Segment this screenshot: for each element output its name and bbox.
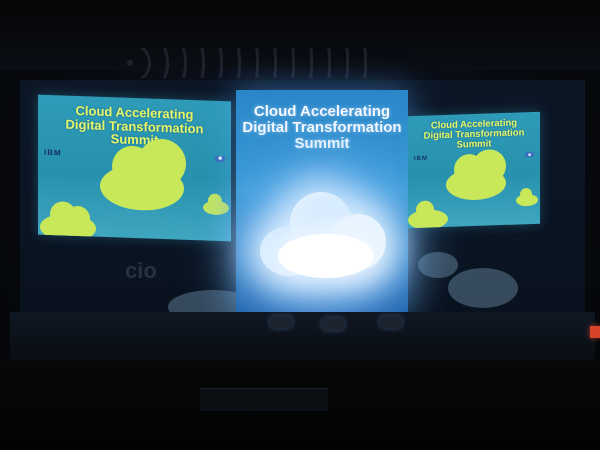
backdrop-cloud-right — [448, 268, 518, 308]
ceiling — [0, 0, 600, 78]
cloud-icon — [203, 200, 229, 216]
right-screen-title: Cloud Accelerating Digital Transformatio… — [408, 117, 540, 153]
backdrop-cloud-small — [418, 252, 458, 278]
sponsor-logo: ■ — [215, 155, 225, 162]
stage-light — [322, 318, 344, 330]
cloud-icon — [516, 193, 538, 207]
cloud-icon — [100, 162, 184, 212]
ceiling-lights — [120, 48, 380, 78]
left-screen-title: Cloud Accelerating Digital Transformatio… — [38, 103, 231, 151]
cloud-icon — [408, 208, 448, 229]
title-line-3: Summit — [294, 134, 350, 152]
title-line-1: Cloud Accelerating — [253, 103, 391, 120]
title-line-2: Digital Transformation — [242, 118, 402, 136]
ibm-logo: IBM — [44, 147, 62, 158]
left-projection-screen: Cloud Accelerating Digital Transformatio… — [38, 94, 231, 242]
stage-light — [270, 316, 292, 328]
cloud-icon — [446, 166, 506, 201]
stage-step — [200, 388, 328, 411]
exit-light — [590, 326, 600, 338]
right-projection-screen: Cloud Accelerating Digital Transformatio… — [408, 111, 540, 229]
ibm-logo: IBM — [414, 155, 428, 162]
sponsor-logo: ■ — [525, 151, 534, 158]
backdrop-cio-logo: cio — [125, 258, 157, 283]
illuminated-cloud-icon — [256, 186, 392, 282]
center-screen-title: Cloud Accelerating Digital Transformatio… — [236, 104, 408, 151]
stage-light — [380, 316, 402, 328]
